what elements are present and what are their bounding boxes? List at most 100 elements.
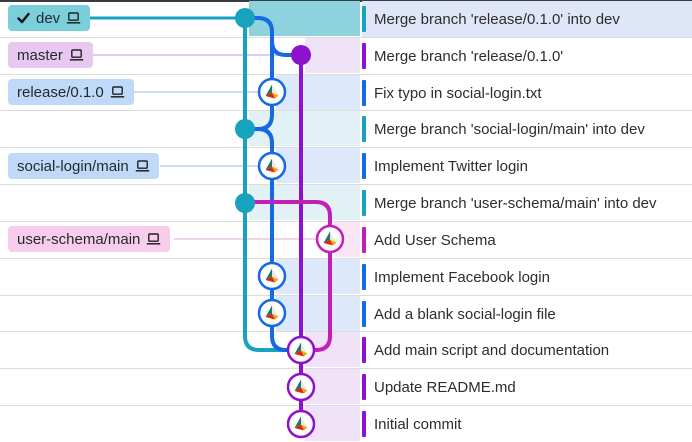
laptop-icon [110, 86, 125, 98]
branch-name: master [17, 46, 63, 64]
commit-avatar-icon [265, 268, 279, 283]
avatar-facet [272, 158, 279, 170]
graph-row-band [276, 148, 360, 183]
commit-message: Merge branch 'release/0.1.0' into dev [374, 10, 620, 28]
commit-message: Add a blank social-login file [374, 305, 556, 323]
commit-message: Merge branch 'user-schema/main' into dev [374, 194, 657, 212]
branch-label-user-schema-main[interactable]: user-schema/main [8, 226, 171, 252]
commit-avatar-icon [265, 305, 279, 320]
avatar-facet [272, 305, 279, 317]
branch-name: release/0.1.0 [17, 83, 104, 101]
row-separator [0, 147, 692, 148]
branch-label-dev[interactable]: dev [8, 5, 91, 31]
commit-avatar-icon [265, 84, 279, 99]
commit-message: Implement Twitter login [374, 157, 528, 175]
avatar-facet [265, 84, 272, 96]
avatar-facet [294, 416, 301, 428]
commit-avatar-icon [294, 342, 308, 357]
avatar-facet [265, 268, 272, 280]
avatar-facet [294, 387, 304, 394]
commit-row[interactable]: Merge branch 'user-schema/main' into dev [362, 185, 692, 221]
graph-row-band [305, 38, 360, 73]
avatar-facet [272, 84, 279, 96]
commit-message: Merge branch 'social-login/main' into de… [374, 120, 645, 138]
commit-row[interactable]: Merge branch 'release/0.1.0' [362, 38, 692, 74]
commit-avatar-icon [265, 158, 279, 173]
branch-label-release-0-1-0[interactable]: release/0.1.0 [8, 79, 134, 105]
graph-row-band [276, 296, 360, 331]
merge-commit-dot[interactable] [291, 45, 311, 65]
avatar-facet [330, 231, 337, 243]
graph-row-band [276, 75, 360, 110]
avatar-facet [294, 350, 304, 357]
avatar-facet [272, 276, 279, 283]
merge-commit-dot[interactable] [235, 119, 255, 139]
branch-edge [245, 16, 274, 92]
merge-commit-dot[interactable] [235, 8, 255, 28]
branch-name: user-schema/main [17, 230, 141, 248]
commit-row[interactable]: Update README.md [362, 369, 692, 405]
commit-message: Implement Facebook login [374, 268, 550, 286]
commit-branch-bar [362, 80, 366, 106]
commit-row[interactable]: Fix typo in social-login.txt [362, 75, 692, 111]
row-separator [0, 368, 692, 369]
commit-branch-bar [362, 337, 366, 363]
avatar-facet [265, 166, 275, 173]
commit-avatar-icon [294, 416, 308, 431]
merge-commit-dot[interactable] [235, 193, 255, 213]
avatar-facet [265, 313, 275, 320]
avatar-facet [272, 92, 279, 99]
row-separator [0, 221, 692, 222]
avatar-facet [330, 239, 337, 246]
commit-branch-bar [362, 43, 366, 69]
branch-name: dev [36, 9, 61, 27]
commit-row[interactable]: Implement Twitter login [362, 148, 692, 184]
avatar-facet [272, 166, 279, 173]
commit-branch-bar [362, 116, 366, 142]
commit-row[interactable]: Add User Schema [362, 222, 692, 258]
avatar-facet [272, 313, 279, 320]
branch-edge [245, 200, 332, 352]
commit-message: Update README.md [374, 378, 516, 396]
graph-row-band [276, 259, 360, 294]
laptop-icon [146, 233, 161, 245]
avatar-facet [265, 276, 275, 283]
row-separator [0, 405, 692, 406]
branch-edge [243, 18, 301, 352]
commit-message: Fix typo in social-login.txt [374, 84, 542, 102]
avatar-facet [301, 342, 308, 354]
commit-avatar-icon [294, 379, 308, 394]
commit-message: Merge branch 'release/0.1.0' [374, 47, 564, 65]
commit-row[interactable]: Initial commit [362, 406, 692, 442]
commit-row[interactable]: Merge branch 'social-login/main' into de… [362, 111, 692, 147]
commit-row[interactable]: Add a blank social-login file [362, 296, 692, 332]
avatar-facet [301, 387, 308, 394]
commit-row[interactable]: Add main script and documentation [362, 332, 692, 368]
check-icon [17, 12, 30, 24]
commit-branch-bar [362, 190, 366, 216]
commit-message: Add User Schema [374, 231, 496, 249]
avatar-facet [265, 305, 272, 317]
commit-row[interactable]: Merge branch 'release/0.1.0' into dev [362, 1, 692, 37]
branch-label-social-login-main[interactable]: social-login/main [8, 153, 159, 179]
avatar-facet [265, 92, 275, 99]
branch-label-master[interactable]: master [8, 42, 93, 68]
row-separator [0, 37, 692, 38]
row-separator [0, 110, 692, 111]
avatar-facet [294, 379, 301, 391]
avatar-facet [301, 416, 308, 428]
commit-row[interactable]: Implement Facebook login [362, 259, 692, 295]
branch-edge [245, 127, 301, 352]
avatar-facet [301, 350, 308, 357]
row-separator [0, 295, 692, 296]
row-separator [0, 184, 692, 185]
commit-avatar-icon [323, 231, 337, 246]
laptop-icon [66, 12, 81, 24]
avatar-facet [323, 239, 333, 246]
row-separator [0, 74, 692, 75]
commit-branch-bar [362, 6, 366, 32]
branch-edge [270, 40, 301, 57]
commit-branch-bar [362, 301, 366, 327]
